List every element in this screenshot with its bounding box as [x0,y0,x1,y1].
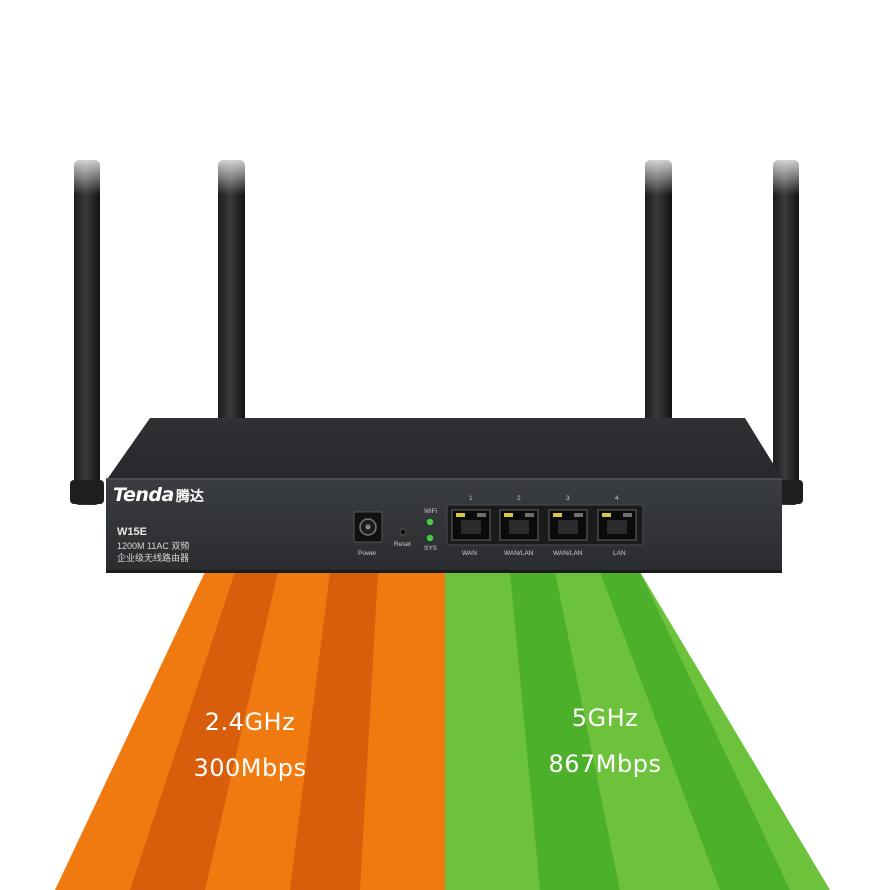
beam-2-4ghz-stripe [130,572,278,890]
port-number: 3 [566,495,570,502]
sys-led-label: SYS [424,545,438,552]
beam-5ghz-stripe [510,572,620,890]
model-name: W15E [117,526,147,538]
antenna [218,160,245,425]
wifi-led-label: WiFi [424,508,437,515]
beam-2-4ghz-stripe [290,572,378,890]
band-5ghz-speed: 867Mbps [548,750,662,778]
wifi-led [426,518,434,526]
port-number: 1 [469,495,473,502]
ethernet-port [597,509,637,541]
port-label: WAN/LAN [553,550,583,557]
port-label: LAN [613,550,626,557]
power-label: Power [358,550,377,557]
band-5ghz-frequency: 5GHz [571,704,639,732]
brand-logo-cn: 腾达 [175,488,204,504]
antenna [645,160,672,425]
brand-logo-text: Tenda [113,484,174,506]
port-label: WAN/LAN [504,550,534,557]
ethernet-port [499,509,539,541]
reset-label: Reset [394,541,411,548]
port-number: 4 [615,495,619,502]
port-label: WAN [462,550,477,557]
beam-5ghz-stripe [600,572,790,890]
reset-pinhole [399,528,407,536]
ethernet-port [548,509,588,541]
band-2-4ghz-frequency: 2.4GHz [204,708,296,736]
antenna-base [70,480,104,504]
model-description: 企业级无线路由器 [117,553,190,563]
ethernet-port-block [446,504,644,546]
antenna [74,160,100,505]
router-front [106,478,782,572]
power-jack [353,511,383,543]
band-beams [55,572,830,890]
band-2-4ghz-speed: 300Mbps [193,754,307,782]
model-spec: 1200M 11AC 双频 [117,541,190,551]
sys-led [426,534,434,542]
antennas [60,150,820,505]
ethernet-port [451,509,491,541]
router-chassis [106,418,782,573]
port-number: 2 [517,495,521,502]
antenna [773,160,799,505]
router-top [108,418,782,478]
